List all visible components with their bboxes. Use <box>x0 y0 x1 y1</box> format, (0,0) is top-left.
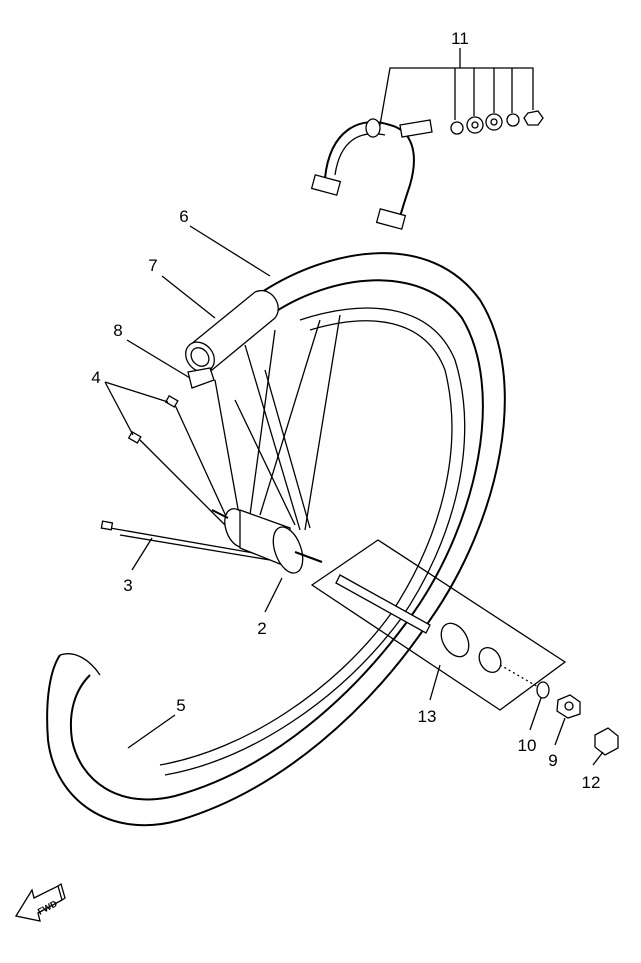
forward-arrow-icon: FWD <box>14 882 66 922</box>
axle-assembly <box>310 539 567 711</box>
spokes <box>100 314 341 561</box>
label-3: 3 <box>123 576 132 595</box>
tube <box>185 289 279 389</box>
small-parts <box>536 681 619 756</box>
brake-caliper <box>310 110 544 230</box>
label-9: 9 <box>548 751 557 770</box>
tire <box>46 252 506 827</box>
label-6: 6 <box>179 207 188 226</box>
label-5: 5 <box>176 696 185 715</box>
label-12: 12 <box>582 773 601 792</box>
label-10: 10 <box>518 736 537 755</box>
label-11: 11 <box>451 29 469 48</box>
leader-lines <box>104 48 604 766</box>
label-13: 13 <box>418 707 437 726</box>
label-2: 2 <box>257 619 266 638</box>
label-4: 4 <box>91 368 100 387</box>
label-8: 8 <box>113 321 122 340</box>
label-7: 7 <box>148 256 157 275</box>
hub <box>211 508 323 574</box>
